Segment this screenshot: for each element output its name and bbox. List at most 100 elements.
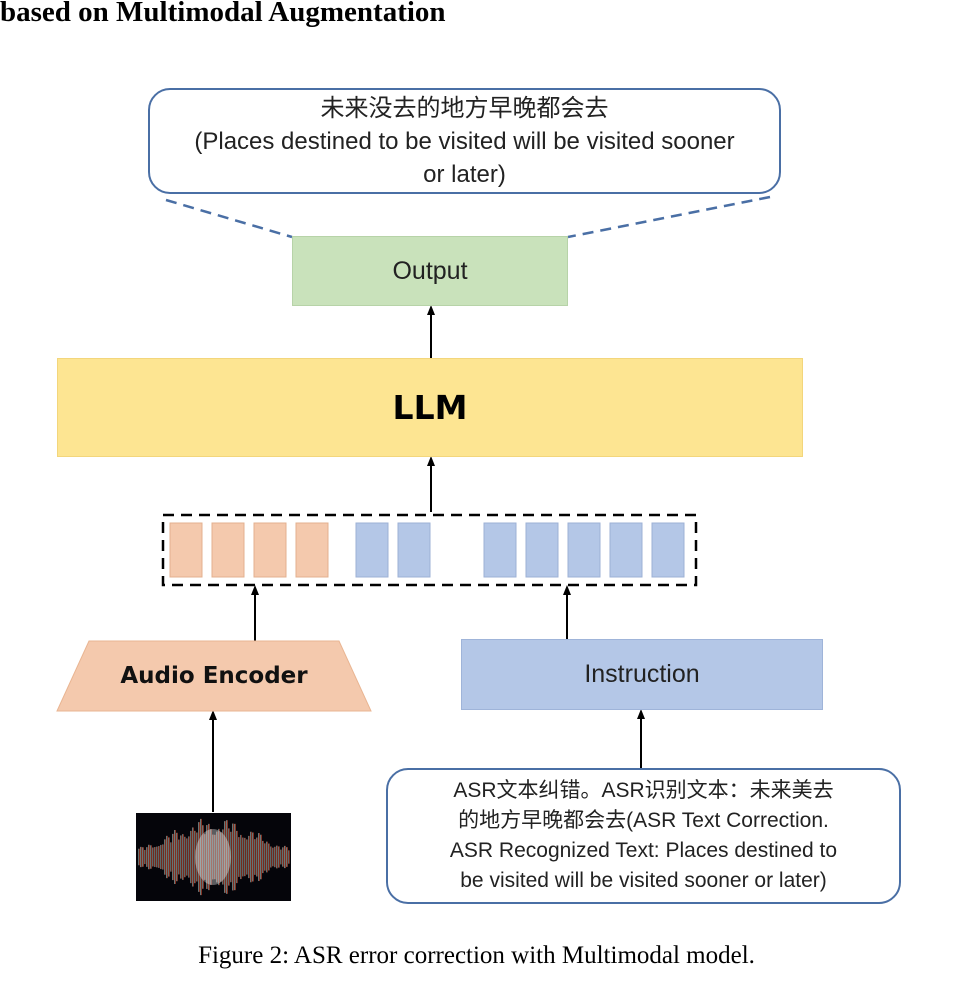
waveform-bar — [254, 839, 256, 875]
text-token — [567, 522, 601, 578]
waveform-bar — [270, 846, 272, 868]
waveform-bar — [242, 837, 244, 877]
waveform-bar — [170, 842, 172, 872]
waveform-bar — [192, 827, 194, 887]
output-box: Output — [292, 236, 568, 306]
input-text-line: be visited will be visited sooner or lat… — [460, 869, 827, 892]
waveform-bar — [154, 847, 156, 867]
waveform-bar — [264, 843, 266, 871]
waveform-bar — [150, 845, 152, 869]
waveform-bar — [212, 834, 214, 880]
output-text-line: (Places destined to be visited will be v… — [194, 127, 735, 155]
waveform-bar — [278, 846, 280, 868]
waveform-bar — [142, 847, 144, 867]
waveform-bar — [220, 832, 222, 882]
waveform-bar — [230, 831, 232, 883]
waveform-bar — [160, 844, 162, 870]
waveform-bar — [284, 845, 286, 869]
audio-token — [211, 522, 245, 578]
waveform-bar — [144, 849, 146, 865]
waveform-bar — [232, 823, 234, 891]
waveform-bar — [148, 844, 150, 870]
text-token — [355, 522, 389, 578]
text-token — [651, 522, 685, 578]
waveform-glow — [195, 829, 231, 885]
waveform-bar — [168, 837, 170, 877]
waveform-bar — [196, 832, 198, 882]
waveform-bar — [186, 838, 188, 876]
waveform-bar — [252, 832, 254, 882]
waveform-bar — [260, 834, 262, 880]
zoom-connector-right — [567, 195, 771, 239]
waveform-bar — [268, 843, 270, 871]
instruction-box: Instruction — [461, 639, 823, 710]
waveform-bar — [164, 839, 166, 875]
waveform-bar — [178, 839, 180, 875]
waveform-bar — [226, 820, 228, 894]
waveform-bar — [200, 818, 202, 896]
waveform-bar — [206, 825, 208, 889]
waveform-bar — [182, 834, 184, 880]
waveform-bar — [138, 848, 140, 866]
audio-encoder-label: Audio Encoder — [120, 663, 308, 689]
waveform-bar — [266, 841, 268, 873]
output-text-line: 未来没去的地方早晚都会去 — [320, 94, 609, 122]
waveform-bar — [202, 825, 204, 889]
waveform-bar — [218, 828, 220, 886]
waveform-bar — [240, 834, 242, 880]
waveform-bar — [246, 839, 248, 875]
text-token — [397, 522, 431, 578]
text-token — [609, 522, 643, 578]
waveform-bar — [272, 847, 274, 867]
waveform-bar — [172, 833, 174, 881]
waveform-bar — [184, 836, 186, 878]
waveform-bar — [210, 829, 212, 885]
audio-token — [295, 522, 329, 578]
text-token — [525, 522, 559, 578]
waveform-bar — [156, 846, 158, 868]
input-text-bubble: ASR文本纠错。ASR识别文本：未来美去 的地方早晚都会去(ASR Text C… — [386, 768, 901, 904]
waveform-bar — [188, 836, 190, 878]
output-text-line: or later) — [423, 160, 506, 188]
audio-encoder-shape — [56, 640, 372, 712]
token-group — [169, 522, 685, 578]
waveform-bar — [228, 828, 230, 886]
audio-token — [169, 522, 203, 578]
waveform-bar — [274, 846, 276, 868]
waveform-bar — [208, 823, 210, 891]
waveform-bar — [262, 840, 264, 874]
waveform-bar — [280, 849, 282, 865]
waveform-bar — [244, 837, 246, 877]
waveform-bar — [288, 850, 290, 864]
input-text-line: ASR Recognized Text: Places destined to — [449, 839, 838, 862]
waveform-bar — [282, 847, 284, 867]
waveform-bar — [194, 830, 196, 884]
waveform-bar — [286, 847, 288, 867]
waveform-bar — [152, 847, 154, 867]
figure-caption: Figure 2: ASR error correction with Mult… — [198, 942, 755, 969]
waveform-bar — [204, 834, 206, 880]
waveform-bar — [214, 834, 216, 880]
waveform-bar — [146, 847, 148, 867]
zoom-connector-left — [165, 198, 293, 239]
output-text-bubble: 未来没去的地方早晚都会去 (Places destined to be visi… — [148, 88, 781, 194]
waveform-bar — [216, 831, 218, 883]
waveform-bar — [222, 829, 224, 885]
waveform-bar — [158, 846, 160, 868]
waveform-bar — [162, 844, 164, 870]
waveform-bar — [198, 822, 200, 892]
input-text-line: ASR文本纠错。ASR识别文本：未来美去 — [453, 779, 834, 802]
token-sequence-container — [161, 513, 698, 587]
text-token — [483, 522, 517, 578]
section-heading: based on Multimodal Augmentation — [0, 0, 446, 28]
llm-box: LLM — [57, 358, 803, 457]
waveform-bar — [256, 837, 258, 877]
waveform-bar — [238, 837, 240, 877]
waveform-bar — [224, 821, 226, 893]
waveform-bar — [176, 832, 178, 882]
audio-waveform-icon — [136, 813, 291, 901]
waveform-bar — [180, 835, 182, 879]
waveform-bar — [248, 835, 250, 879]
waveform-bar — [258, 833, 260, 881]
